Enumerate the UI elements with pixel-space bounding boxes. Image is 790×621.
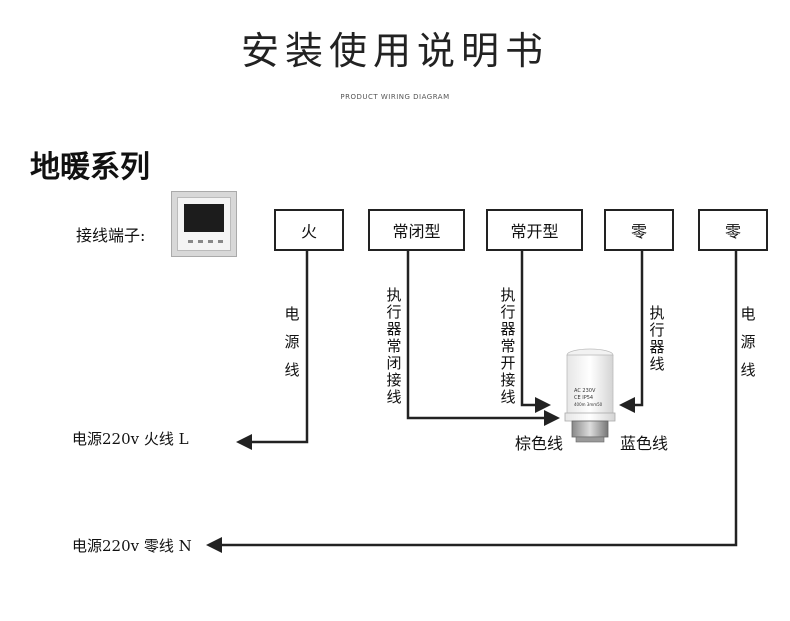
- wire-neutral-actuator: [625, 251, 644, 407]
- actuator-text: 400m 3mm50: [574, 402, 603, 407]
- thermostat-screen: [184, 204, 224, 232]
- label-brown-wire: 棕色线: [515, 434, 564, 453]
- thermostat-button: [198, 240, 203, 243]
- page-title: 安装使用说明书: [240, 29, 549, 73]
- terminal-neutral-1: 零: [604, 209, 674, 251]
- thermostat-face: [177, 197, 231, 251]
- wire-normally-open: [520, 251, 545, 407]
- wire-neutral: [210, 251, 738, 547]
- label-actuator: 执行器线: [649, 304, 665, 373]
- label-power-right: 电源线: [740, 305, 756, 379]
- label-blue-wire: 蓝色线: [620, 434, 669, 453]
- arrow-normally-closed: [544, 410, 560, 426]
- label-output-live: 电源220v 火线 L: [72, 430, 189, 448]
- arrow-neutral-actuator: [619, 397, 635, 413]
- arrow-live: [236, 434, 252, 450]
- thermostat-button: [208, 240, 213, 243]
- page-subtitle: PRODUCT WIRING DIAGRAM: [340, 93, 450, 101]
- label-power-left: 电源线: [284, 305, 300, 379]
- terminal-neutral-2: 零: [698, 209, 768, 251]
- label-actuator-nc: 执行器常闭接线: [386, 286, 402, 406]
- label-actuator-no: 执行器常开接线: [500, 286, 516, 406]
- arrow-normally-open: [535, 397, 551, 413]
- actuator-text: AC 230V: [574, 388, 596, 394]
- terminal-normally-open: 常开型: [486, 209, 583, 251]
- terminal-normally-closed: 常闭型: [368, 209, 465, 251]
- terminal-live: 火: [274, 209, 344, 251]
- thermostat-image: [171, 191, 237, 257]
- terminal-label: 接线端子:: [76, 226, 146, 245]
- section-title: 地暖系列: [30, 150, 150, 185]
- wire-live: [240, 251, 309, 444]
- arrow-neutral: [206, 537, 222, 553]
- actuator-text: CE IP54: [574, 395, 593, 401]
- thermostat-button: [218, 240, 223, 243]
- thermostat-button: [188, 240, 193, 243]
- wire-normally-closed: [406, 251, 545, 420]
- actuator-image: AC 230V CE IP54 400m 3mm50: [564, 348, 616, 443]
- label-output-neutral: 电源220v 零线 N: [72, 537, 192, 555]
